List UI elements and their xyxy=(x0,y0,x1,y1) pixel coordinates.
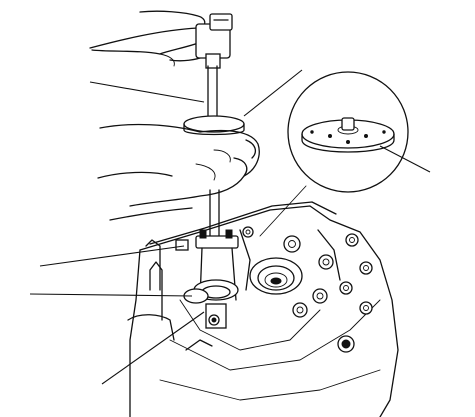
transmission-case xyxy=(129,201,399,417)
leader-line-bottom-left xyxy=(101,311,205,385)
puller-shaft xyxy=(207,65,220,241)
leader-line-upper-left xyxy=(89,81,205,103)
puller-handle-top xyxy=(195,13,233,69)
leader-line-inset xyxy=(379,145,431,173)
pressing-disk xyxy=(183,115,245,136)
left-components xyxy=(127,239,213,351)
detail-inset xyxy=(287,71,409,193)
drain-plug xyxy=(337,335,355,353)
upper-hand xyxy=(89,10,213,67)
puller-jaws xyxy=(193,229,239,329)
leader-lines xyxy=(29,69,431,385)
leader-line-mid-left xyxy=(39,245,185,267)
leader-line-upper-mid xyxy=(243,69,303,117)
bearing-bore xyxy=(249,257,303,295)
lower-hand xyxy=(97,123,260,221)
flange-holes xyxy=(242,226,373,318)
leader-line-lower-left xyxy=(29,293,193,297)
inset-pointer xyxy=(259,185,307,237)
